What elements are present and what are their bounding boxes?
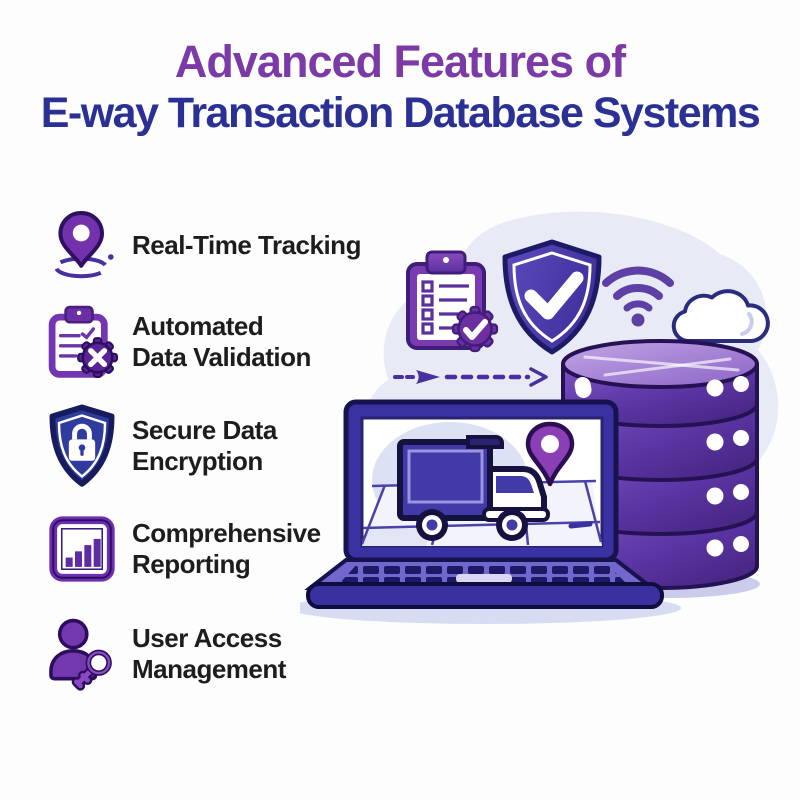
- feature-automated-data-validation: Automated Data Validation: [42, 298, 311, 386]
- feature-user-access-management: User Access Management: [42, 610, 286, 698]
- title-line-2: E-way Transaction Database Systems: [40, 89, 761, 137]
- wifi-icon: [602, 266, 674, 327]
- data-flow-dashed-arrow: [393, 367, 548, 387]
- truck-wheels: [416, 509, 528, 541]
- laptop-touchpad: [456, 574, 512, 583]
- page-title: Advanced Features of E-way Transaction D…: [0, 36, 800, 138]
- gear-check-badge: [451, 305, 499, 353]
- user-key-icon: [42, 614, 122, 694]
- clipboard-validation-icon: [42, 301, 122, 383]
- shield-lock-icon: [42, 403, 122, 489]
- feature-label: User Access Management: [132, 623, 286, 684]
- database-indicator-lights: [574, 376, 749, 557]
- tracking-map-screen: [362, 421, 602, 546]
- feature-label: Comprehensive Reporting: [132, 518, 321, 579]
- bar-chart-icon: [42, 514, 122, 584]
- feature-real-time-tracking: Real-Time Tracking: [42, 203, 361, 287]
- title-line-1: Advanced Features of: [174, 36, 626, 87]
- feature-label: Real-Time Tracking: [132, 229, 361, 260]
- laptop: [304, 399, 664, 609]
- feature-label: Secure Data Encryption: [132, 415, 277, 476]
- laptop-base: [306, 582, 664, 609]
- map-location-pin: [525, 421, 575, 487]
- location-pin-icon: [42, 205, 122, 285]
- shield-check-icon: [502, 239, 602, 355]
- delivery-truck: [397, 435, 550, 541]
- eway-system-illustration: [289, 192, 800, 662]
- feature-secure-data-encryption: Secure Data Encryption: [42, 400, 277, 492]
- feature-comprehensive-reporting: Comprehensive Reporting: [42, 510, 321, 588]
- cloud-icon: [671, 289, 770, 343]
- laptop-keys: [340, 563, 626, 583]
- checklist-clipboard-icon: [406, 250, 499, 353]
- feature-label: Automated Data Validation: [132, 311, 311, 372]
